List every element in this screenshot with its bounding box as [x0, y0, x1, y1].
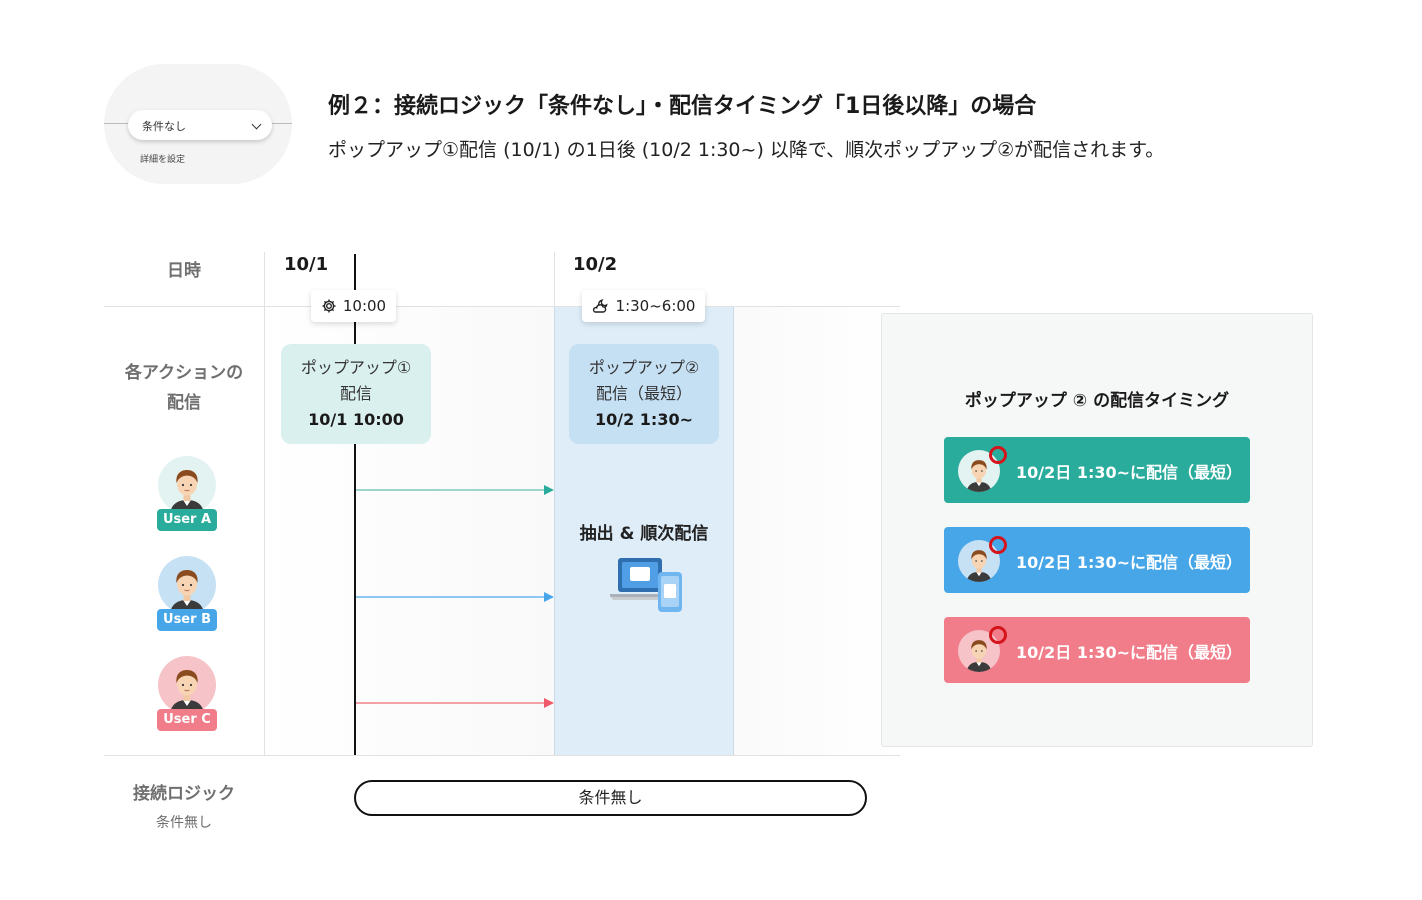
logic-row-label: 接続ロジック [133, 784, 235, 804]
bottom-divider [104, 755, 900, 756]
gear-icon [321, 298, 337, 314]
timing-item-user-a: 10/2日 1:30~に配信（最短） [944, 437, 1250, 503]
timing-item-user-b: 10/2日 1:30~に配信（最短） [944, 527, 1250, 593]
timing-item-user-c: 10/2日 1:30~に配信（最短） [944, 617, 1250, 683]
logic-bar: 条件無し [354, 780, 867, 816]
header-divider [104, 306, 900, 307]
logic-thumbnail: 条件なし 詳細を設定 [104, 64, 292, 184]
logic-select-label: 条件なし [142, 120, 186, 133]
timing-item-user-a-label: 10/2日 1:30~に配信（最短） [1016, 463, 1243, 482]
detail-settings-link[interactable]: 詳細を設定 [140, 155, 186, 165]
action-row-label-line2: 配信 [167, 393, 201, 413]
timing-panel: ポップアップ ② の配信タイミング 10/2日 1:30~に配信（最短） [881, 313, 1313, 747]
date-day1: 10/1 [284, 254, 329, 275]
circle-ring-icon [989, 536, 1007, 554]
arrow-user-b [356, 596, 546, 598]
action-row-label: 各アクションの 配信 [104, 358, 264, 418]
popup2-card: ポップアップ② 配信（最短） 10/2 1:30~ [569, 344, 719, 444]
popup2-card-line3: 10/2 1:30~ [594, 410, 693, 429]
person-avatar-icon [158, 456, 216, 514]
moon-cloud-icon [592, 298, 610, 314]
timing-item-user-c-label: 10/2日 1:30~に配信（最短） [1016, 643, 1243, 662]
arrow-user-c [356, 702, 546, 704]
day1-timeline [354, 254, 356, 755]
action-row-label-line1: 各アクションの [124, 363, 244, 383]
popup1-card-line1: ポップアップ① [300, 358, 412, 377]
logic-select[interactable]: 条件なし [128, 110, 272, 140]
page-title: 例２：接続ロジック「条件なし」・配信タイミング「1日後以降」の場合 [328, 94, 1037, 119]
datetime-row-label: 日時 [167, 261, 201, 281]
arrow-head-user-c [544, 698, 554, 708]
label-column-divider [264, 252, 265, 755]
popup1-card-line2: 配信 [339, 384, 372, 403]
time-pill-day2: 1:30~6:00 [582, 290, 705, 322]
chevron-down-icon [251, 119, 262, 130]
laptop-phone-icon [608, 556, 684, 618]
arrow-user-a [356, 489, 546, 491]
popup1-card-line3: 10/1 10:00 [308, 410, 404, 429]
extract-label: 抽出 & 順次配信 [579, 524, 709, 544]
user-c-label: User C [157, 709, 217, 731]
user-b-label: User B [157, 609, 217, 631]
date-day2: 10/2 [573, 254, 618, 275]
popup1-card: ポップアップ① 配信 10/1 10:00 [281, 344, 431, 444]
logic-row-sublabel: 条件無し [156, 815, 212, 831]
timing-panel-title: ポップアップ ② の配信タイミング [964, 391, 1230, 411]
circle-ring-icon [989, 626, 1007, 644]
page-subtitle: ポップアップ①配信 (10/1) の1日後 (10/2 1:30~) 以降で、順… [328, 139, 1165, 161]
arrow-head-user-b [544, 592, 554, 602]
circle-ring-icon [989, 446, 1007, 464]
arrow-head-user-a [544, 485, 554, 495]
person-avatar-icon [958, 540, 1000, 582]
person-avatar-icon [158, 656, 216, 714]
user-a-label: User A [157, 509, 217, 531]
day2-divider [554, 252, 555, 308]
time-pill-day2-text: 1:30~6:00 [615, 297, 696, 315]
time-pill-day1-text: 10:00 [342, 297, 387, 315]
time-pill-day1: 10:00 [311, 290, 396, 322]
person-avatar-icon [158, 556, 216, 614]
popup2-card-line2: 配信（最短） [595, 384, 692, 403]
timing-item-user-b-label: 10/2日 1:30~に配信（最短） [1016, 553, 1243, 572]
popup2-card-line1: ポップアップ② [588, 358, 700, 377]
